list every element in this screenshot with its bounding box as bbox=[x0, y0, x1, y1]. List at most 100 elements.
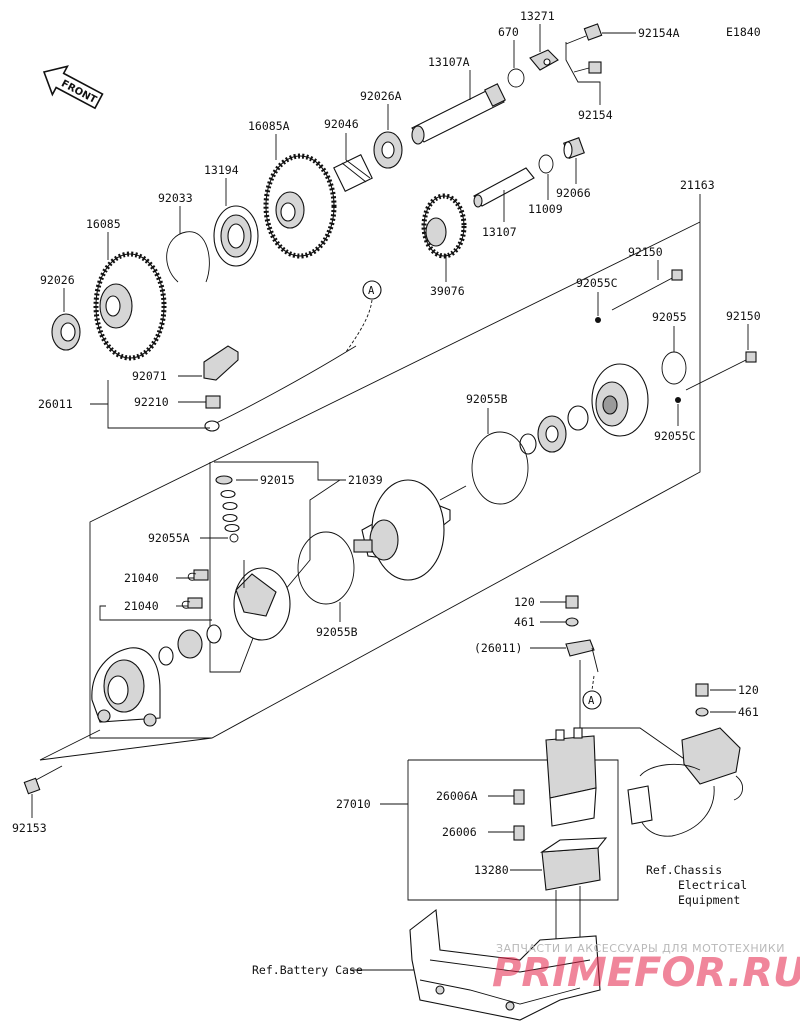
callout-21163: 21163 bbox=[680, 178, 715, 192]
cable-26011-part bbox=[204, 345, 357, 432]
callout-21039: 21039 bbox=[348, 473, 383, 487]
callout-92055: 92055 bbox=[652, 310, 687, 324]
callout-461-a: 461 bbox=[514, 615, 535, 629]
o-ring-92055-part bbox=[661, 351, 687, 385]
callout-92055B-top: 92055B bbox=[466, 392, 508, 406]
callout-461-b: 461 bbox=[738, 705, 759, 719]
bolt-92154-part bbox=[573, 61, 602, 74]
callout-21040-a: 21040 bbox=[124, 571, 159, 585]
callout-13271: 13271 bbox=[520, 9, 555, 23]
callout-13107: 13107 bbox=[482, 225, 517, 239]
callout-92066: 92066 bbox=[556, 186, 591, 200]
collar-92026A-part bbox=[373, 131, 403, 169]
brush-plate-part bbox=[233, 560, 291, 641]
callout-92071: 92071 bbox=[132, 369, 167, 383]
bolt-92150-top-part bbox=[611, 269, 683, 311]
callout-92033: 92033 bbox=[158, 191, 193, 205]
front-cover-part bbox=[91, 624, 222, 727]
callout-26011: 26011 bbox=[38, 397, 73, 411]
callout-39076: 39076 bbox=[430, 284, 465, 298]
callout-13194: 13194 bbox=[204, 163, 239, 177]
washer-stack-92015-part bbox=[215, 475, 240, 533]
callout-16085: 16085 bbox=[86, 217, 121, 231]
gear-39076-part bbox=[421, 193, 467, 259]
callout-92150-right: 92150 bbox=[726, 309, 761, 323]
callout-92055C-bottom: 92055C bbox=[654, 429, 696, 443]
plate-13271-part bbox=[529, 49, 559, 71]
brush-21040-b-part bbox=[181, 597, 203, 609]
callout-92055B-bottom: 92055B bbox=[316, 625, 358, 639]
callout-92154A: 92154A bbox=[638, 26, 680, 40]
callout-21040-b: 21040 bbox=[124, 599, 159, 613]
fuse-26006A-part bbox=[513, 789, 525, 805]
callout-670: 670 bbox=[498, 25, 519, 39]
ref-marker-a-bottom-label: A bbox=[588, 695, 595, 707]
o-ring-92055C-top-part bbox=[595, 317, 601, 323]
terminal-cap-92071-part bbox=[203, 345, 239, 381]
bushing-92066-part bbox=[563, 137, 585, 159]
callout-92026: 92026 bbox=[40, 273, 75, 287]
brush-21040-a-part bbox=[187, 569, 209, 581]
bolt-120-a-part bbox=[565, 595, 579, 609]
callout-26006: 26006 bbox=[442, 825, 477, 839]
callout-92055A: 92055A bbox=[148, 531, 190, 545]
bolt-92154A-part bbox=[565, 23, 603, 45]
callout-92046: 92046 bbox=[324, 117, 359, 131]
watermark-brand: PRIMEFOR.RU bbox=[492, 950, 800, 996]
circlip-92033-part bbox=[166, 231, 210, 283]
bearing-part bbox=[519, 405, 589, 455]
o-ring-92055C-bottom-part bbox=[675, 397, 681, 403]
callout-26011-ref: (26011) bbox=[474, 641, 522, 655]
ref-marker-a-bottom bbox=[582, 690, 602, 710]
ref-battery-case: Ref.Battery Case bbox=[252, 963, 363, 977]
needle-bearing-92046-part bbox=[333, 154, 373, 192]
assembly-21163-outline bbox=[89, 194, 701, 739]
o-ring-92055B-top-part bbox=[471, 431, 529, 505]
callout-27010: 27010 bbox=[336, 797, 371, 811]
armature-part bbox=[353, 479, 467, 581]
callout-92210: 92210 bbox=[134, 395, 169, 409]
front-arrow-icon: FRONT bbox=[42, 65, 104, 110]
callout-120-a: 120 bbox=[514, 595, 535, 609]
ref-marker-a-top bbox=[362, 280, 382, 300]
callout-13107A: 13107A bbox=[428, 55, 470, 69]
bolt-92150-right-part bbox=[685, 351, 757, 391]
gear-16085A-part bbox=[263, 153, 337, 259]
washer-461-a-part bbox=[565, 617, 579, 627]
fuse-26006-part bbox=[513, 825, 525, 841]
shaft-13107A-part bbox=[411, 83, 506, 145]
relay-cover-13280-part bbox=[539, 837, 608, 891]
callout-120-b: 120 bbox=[738, 683, 759, 697]
ref-chassis-line-1: Ref.Chassis bbox=[646, 863, 722, 877]
gear-16085-part bbox=[93, 251, 167, 361]
callout-92015: 92015 bbox=[260, 473, 295, 487]
ref-marker-a-top-label: A bbox=[368, 285, 375, 297]
callout-92026A: 92026A bbox=[360, 89, 402, 103]
one-way-clutch-13194-part bbox=[213, 205, 259, 267]
diagram-code: E1840 bbox=[726, 25, 761, 39]
end-cover-part bbox=[591, 363, 649, 437]
washer-92026-part bbox=[51, 313, 81, 351]
bolt-92153-part bbox=[23, 765, 63, 795]
o-ring-670-part bbox=[507, 68, 525, 88]
washer-461-b-part bbox=[695, 707, 709, 717]
ref-chassis-line-2: Electrical bbox=[678, 878, 747, 892]
assembly-21039-outline bbox=[209, 461, 342, 673]
washer-11009-part bbox=[538, 154, 554, 174]
callout-92055C-top: 92055C bbox=[576, 276, 618, 290]
wire-harness-part bbox=[627, 727, 743, 837]
watermark-tagline: ЗАПЧАСТИ И АКСЕССУАРЫ ДЛЯ МОТОТЕХНИКИ bbox=[496, 942, 785, 955]
callout-13280: 13280 bbox=[474, 863, 509, 877]
callout-92150-top: 92150 bbox=[628, 245, 663, 259]
o-ring-92055A-part bbox=[229, 533, 239, 543]
callout-16085A: 16085A bbox=[248, 119, 290, 133]
nut-92210-part bbox=[205, 395, 221, 409]
battery-case-part bbox=[409, 908, 601, 1021]
callout-11009: 11009 bbox=[528, 202, 563, 216]
shaft-13107-part bbox=[473, 167, 535, 208]
starter-relay-part bbox=[545, 727, 597, 827]
o-ring-92055B-bottom-part bbox=[297, 531, 355, 605]
cable-end-26011-part bbox=[565, 639, 599, 673]
bolt-120-b-part bbox=[695, 683, 709, 697]
